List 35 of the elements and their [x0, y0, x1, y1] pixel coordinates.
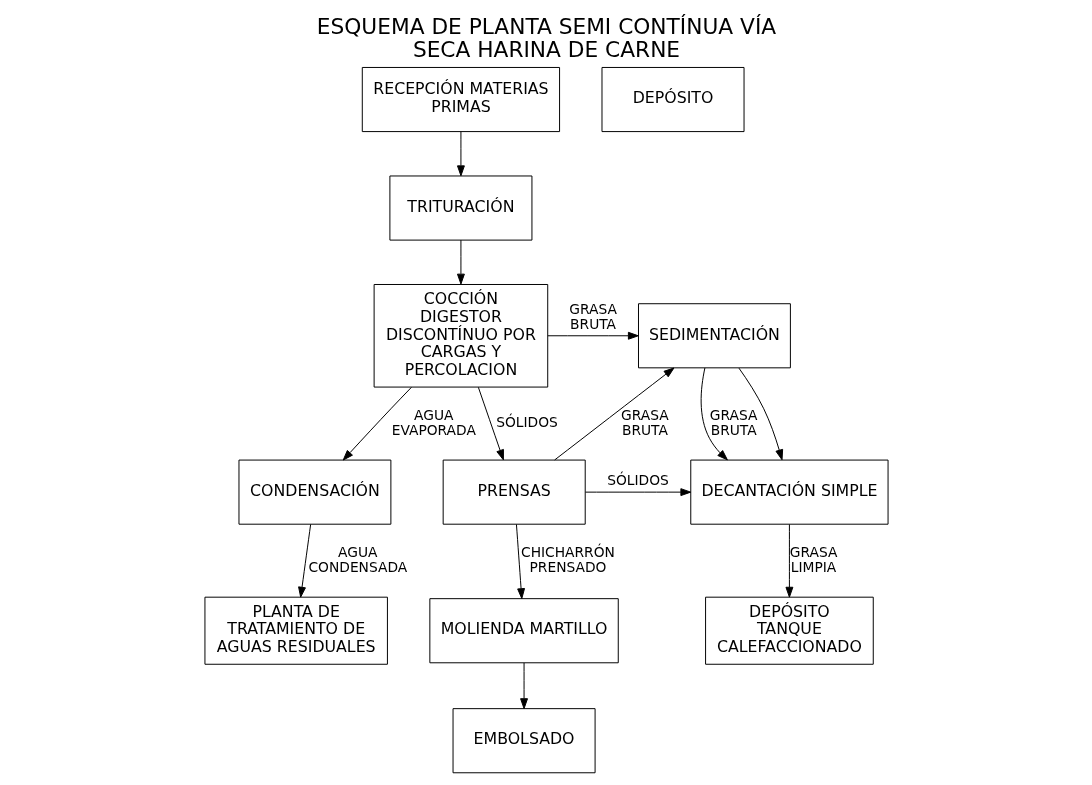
arrow [784, 523, 793, 598]
edge-label: GRASA BRUTA [620, 406, 669, 438]
node-box: DECANTACIÓN SIMPLE [689, 459, 889, 525]
diagram-title: ESQUEMA DE PLANTA SEMI CONTÍNUA VÍA SECA HARINA DE CARNE [316, 13, 776, 63]
node-box: EMBOLSADO [452, 708, 596, 774]
node-box: DEPÓSITO [601, 66, 745, 133]
edge-label: GRASA BRUTA [568, 301, 617, 333]
node-box: COCCIÓN DIGESTOR DISCONTÍNUO POR CARGAS Y PERCOLACION [373, 284, 548, 388]
arrow [519, 662, 528, 710]
edge-label: GRASA BRUTA [709, 406, 757, 438]
node-box: RECEPCIÓN MATERIAS PRIMAS [361, 66, 560, 133]
node-box: CONDENSACIÓN [238, 459, 391, 525]
edge-label: SÓLIDOS [495, 414, 558, 431]
edge-label: GRASA LIMPIA [789, 543, 837, 575]
arrow [515, 523, 525, 600]
edge-label: CHICHARRÓN PRENSADO [520, 543, 615, 575]
node-box: TRITURACIÓN [388, 175, 532, 241]
node-box: MOLIENDA MARTILLO [428, 598, 619, 664]
arrow [553, 367, 674, 461]
node-box: PRENSAS [442, 459, 586, 525]
arrow [546, 331, 639, 340]
node-box: SEDIMENTACIÓN [637, 303, 791, 369]
node-box: PLANTA DE TRATAMIENTO DE AGUAS RESIDUALES [203, 596, 388, 665]
arrow [584, 488, 691, 497]
arrow [456, 131, 465, 177]
edge-label: AGUA EVAPORADA [391, 406, 476, 438]
edge-label: SÓLIDOS [606, 472, 669, 489]
arrow [456, 239, 465, 285]
arrow [342, 386, 412, 461]
arrow [700, 367, 728, 461]
edge-label: AGUA CONDENSADA [307, 543, 407, 575]
arrow [297, 523, 311, 598]
arrow [477, 386, 504, 461]
arrow [737, 367, 783, 461]
node-box: DEPÓSITO TANQUE CALEFACCIONADO [704, 596, 874, 665]
